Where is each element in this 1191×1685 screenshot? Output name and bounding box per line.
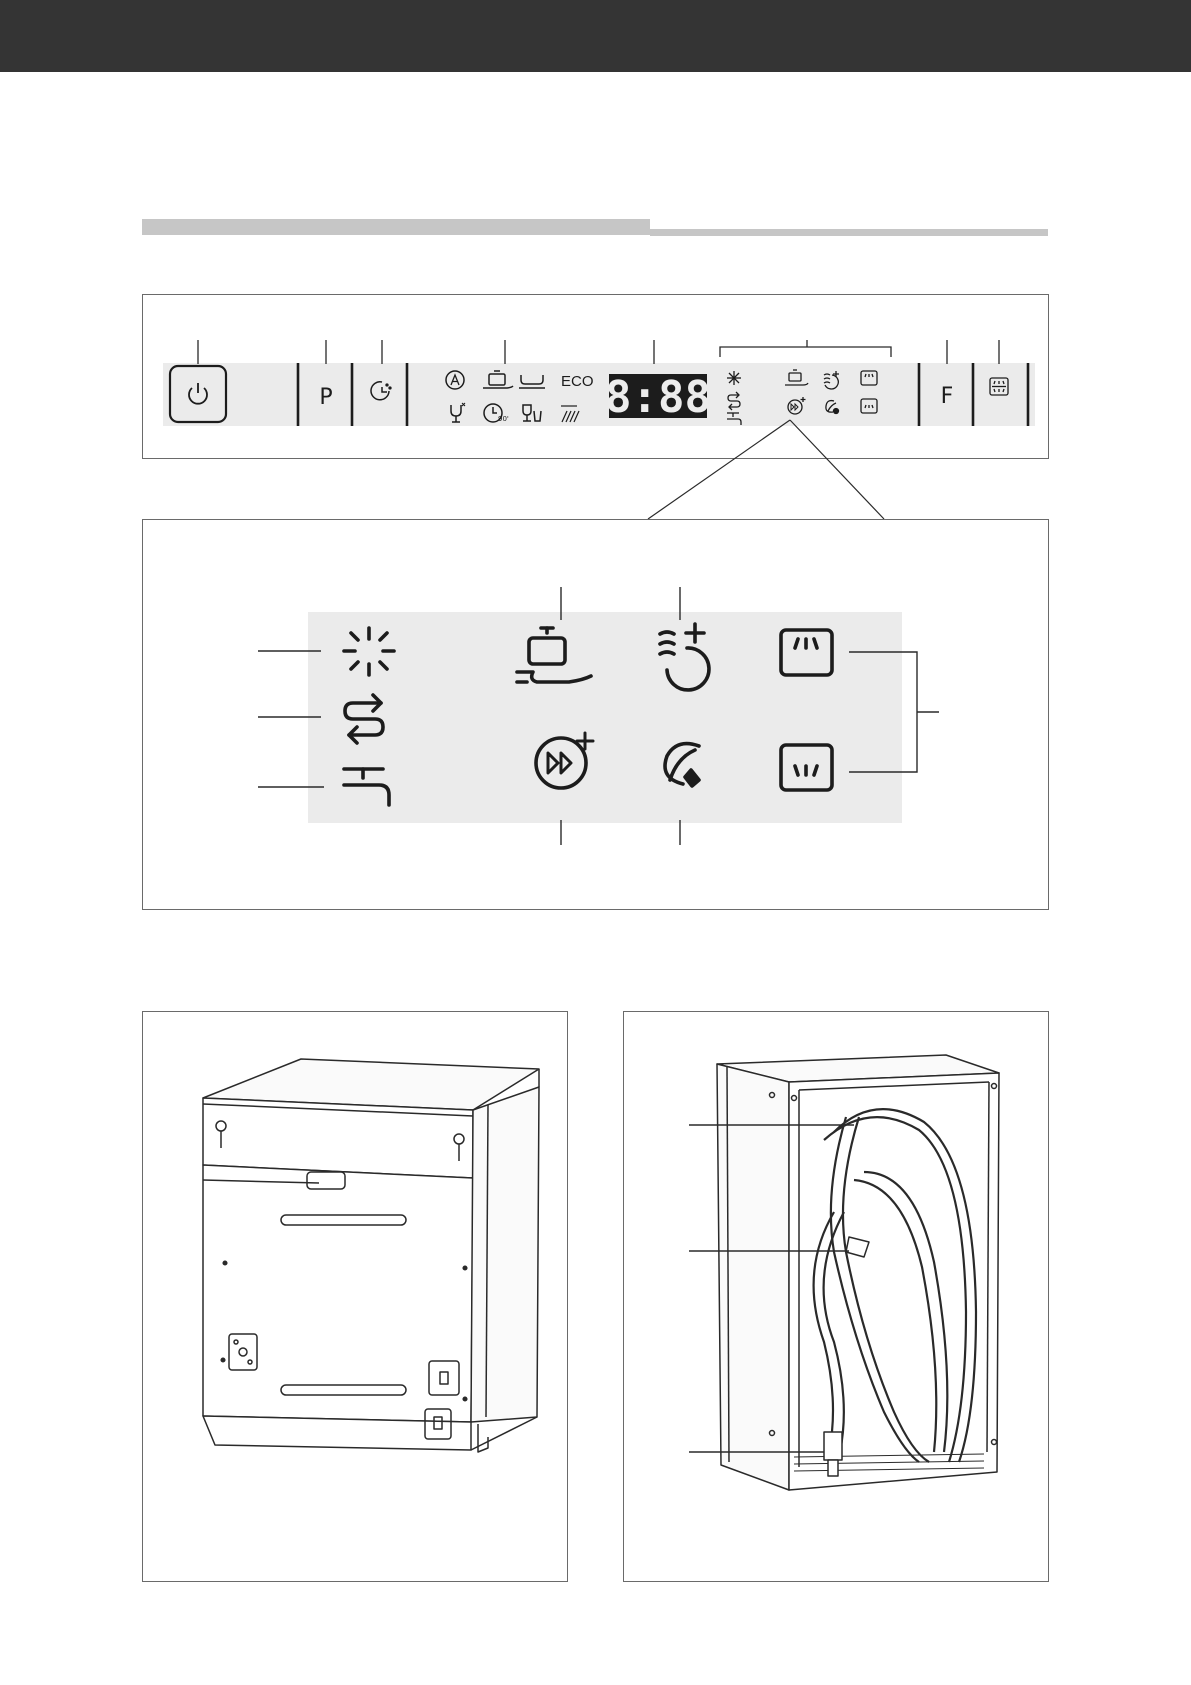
rinse-aid-icon (727, 371, 741, 385)
salt-icon (345, 695, 383, 743)
control-panel-frame: P (142, 294, 1049, 459)
program-key-label: P (319, 385, 332, 410)
indicator-zoom-diagram (143, 520, 1050, 911)
panel-strip (163, 363, 1035, 426)
indicator-zoom-frame (142, 519, 1049, 910)
function-button[interactable]: F (929, 367, 965, 421)
panel-callouts (198, 340, 999, 364)
control-panel-diagram: P (143, 295, 1050, 460)
salt-icon (728, 392, 740, 410)
program-button[interactable]: P (308, 367, 344, 421)
digital-display: 8:88 (605, 372, 711, 423)
power-button[interactable] (170, 366, 226, 422)
function-key-label: F (941, 384, 954, 409)
dishwasher-rear-view (624, 1012, 1050, 1583)
half-load-button[interactable] (983, 367, 1021, 421)
header-bar (0, 0, 1191, 72)
delay-button[interactable] (363, 367, 401, 421)
svg-text:90': 90' (498, 415, 509, 423)
front-view-frame (142, 1011, 568, 1582)
display-readout: 8:88 (605, 372, 711, 423)
eco-program-label: ECO (561, 373, 594, 390)
dishwasher-front-view (143, 1012, 569, 1583)
section-rule-thin (650, 229, 1048, 236)
rear-view-frame (623, 1011, 1049, 1582)
section-rule-thick (142, 219, 650, 235)
